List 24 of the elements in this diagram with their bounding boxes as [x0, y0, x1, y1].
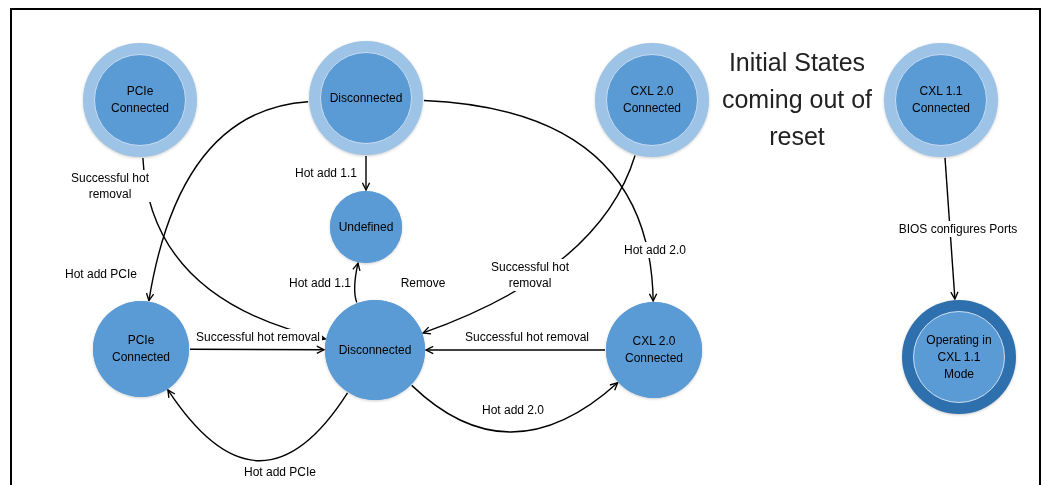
transition-arrow — [425, 345, 606, 355]
state-label: Undefined — [337, 218, 395, 236]
state-label: Operating in CXL 1.1 Mode — [925, 331, 993, 383]
state-label: CXL 2.0 Connected — [623, 333, 684, 367]
transition-arrow — [146, 101, 309, 302]
note-text: Remove — [400, 275, 446, 291]
edge-label: BIOS configures Ports — [896, 221, 1020, 237]
transition-arrow — [411, 382, 619, 433]
transition-arrow — [361, 155, 371, 191]
transition-arrow — [167, 389, 349, 462]
state-label: CXL 1.1 Connected — [910, 83, 971, 117]
edge-label: Hot add 2.0 — [622, 242, 688, 258]
transition-arrow — [189, 345, 325, 355]
transition-arrow — [944, 157, 959, 300]
state-label: PCIe Connected — [109, 83, 170, 117]
transition-arrow — [352, 262, 361, 304]
state-label: Disconnected — [337, 341, 413, 359]
state-label: CXL 2.0 Connected — [621, 83, 682, 117]
state-label: PCIe Connected — [110, 332, 171, 366]
edge-label: Successful hot removal — [193, 329, 323, 345]
state-circle — [330, 191, 402, 263]
title: Initial States coming out of reset — [720, 47, 874, 152]
transition-arrow — [423, 99, 657, 302]
state-label: Disconnected — [328, 89, 404, 107]
